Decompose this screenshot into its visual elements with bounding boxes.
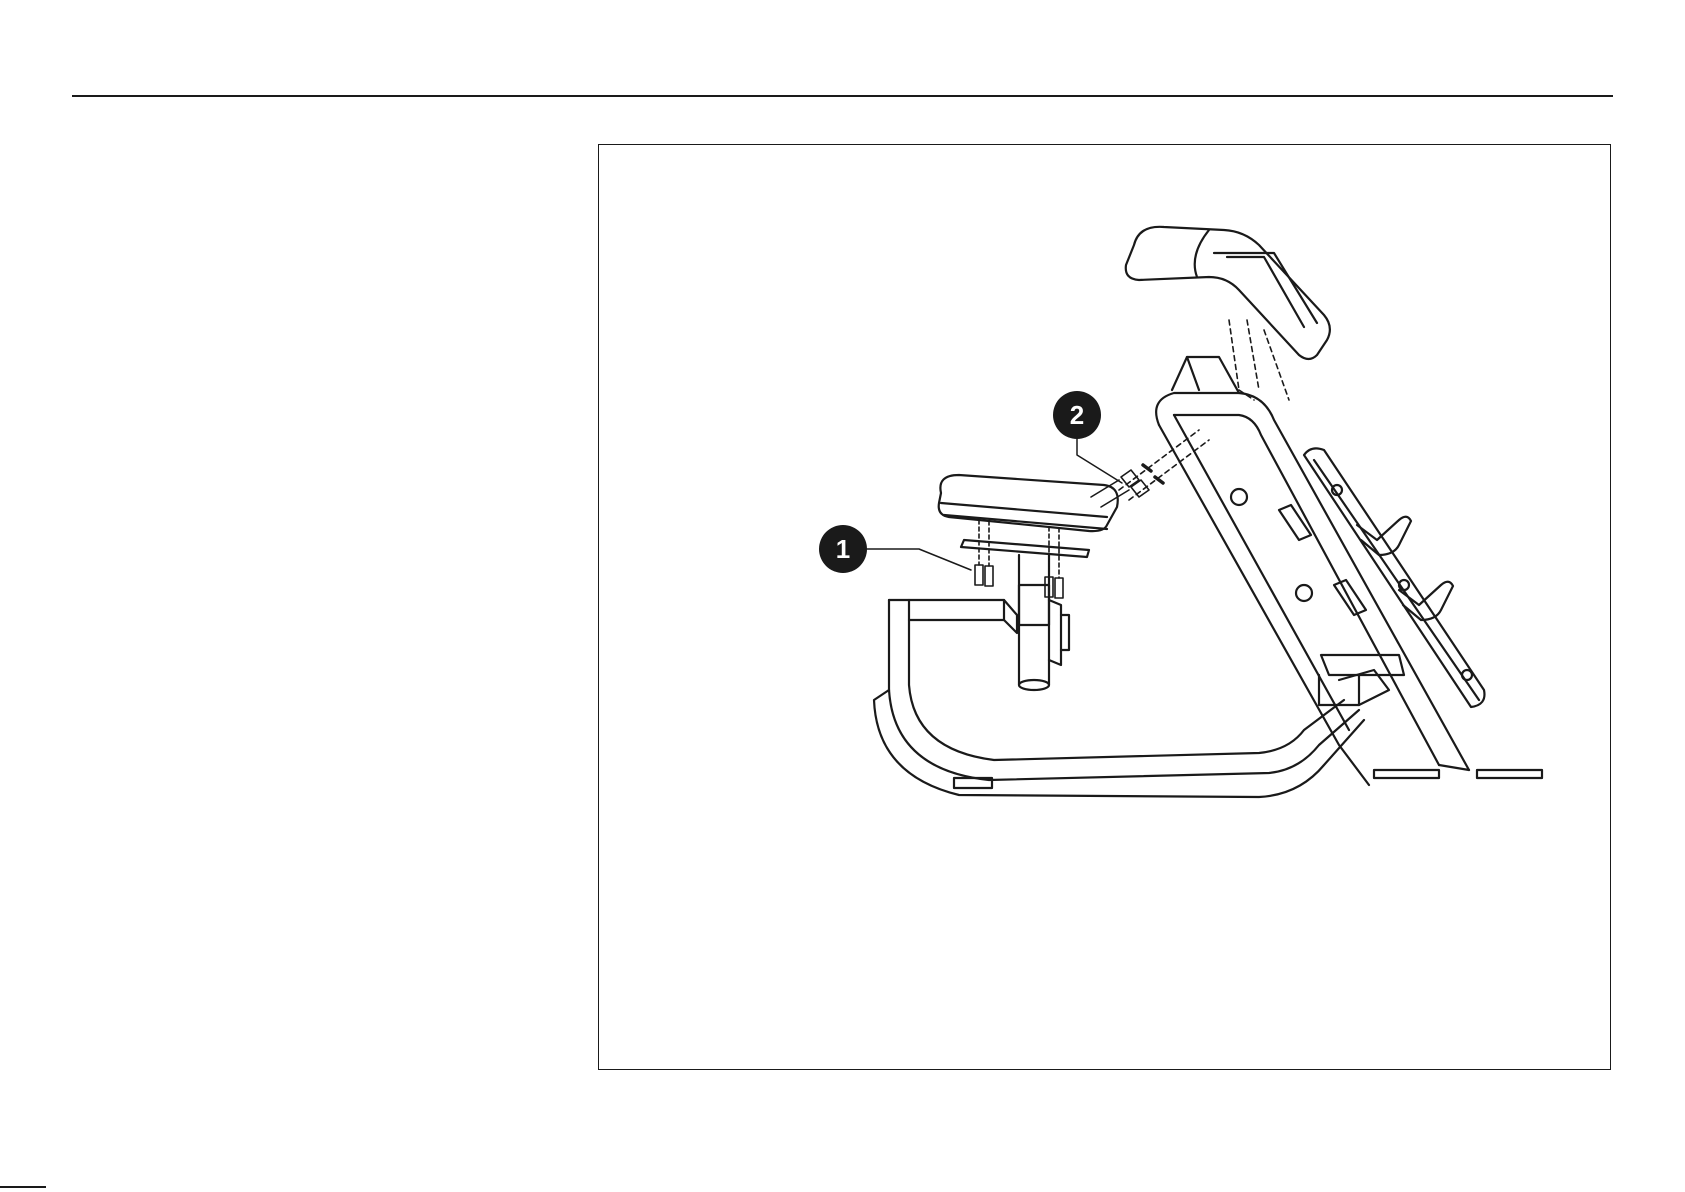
- callout-2-leader: [1077, 431, 1122, 483]
- incline-frame: [1156, 357, 1542, 785]
- seat-post: [1019, 555, 1069, 690]
- assembly-figure-frame: 1 2: [598, 144, 1611, 1070]
- callout-2-label: 2: [1070, 400, 1084, 430]
- callout-1-label: 1: [836, 534, 850, 564]
- plate-storage-rail: [1304, 448, 1484, 707]
- header-rule: [72, 95, 1613, 97]
- base-frame: [874, 600, 1364, 797]
- seat-pad: [939, 475, 1118, 557]
- footer-bar: [0, 1186, 46, 1188]
- callout-2-badge: 2: [1053, 391, 1101, 439]
- exploded-view-bench-drawing: 1 2: [599, 145, 1612, 1071]
- callout-1-leader: [867, 549, 971, 570]
- back-pad: [1126, 227, 1330, 359]
- callout-1-badge: 1: [819, 525, 867, 573]
